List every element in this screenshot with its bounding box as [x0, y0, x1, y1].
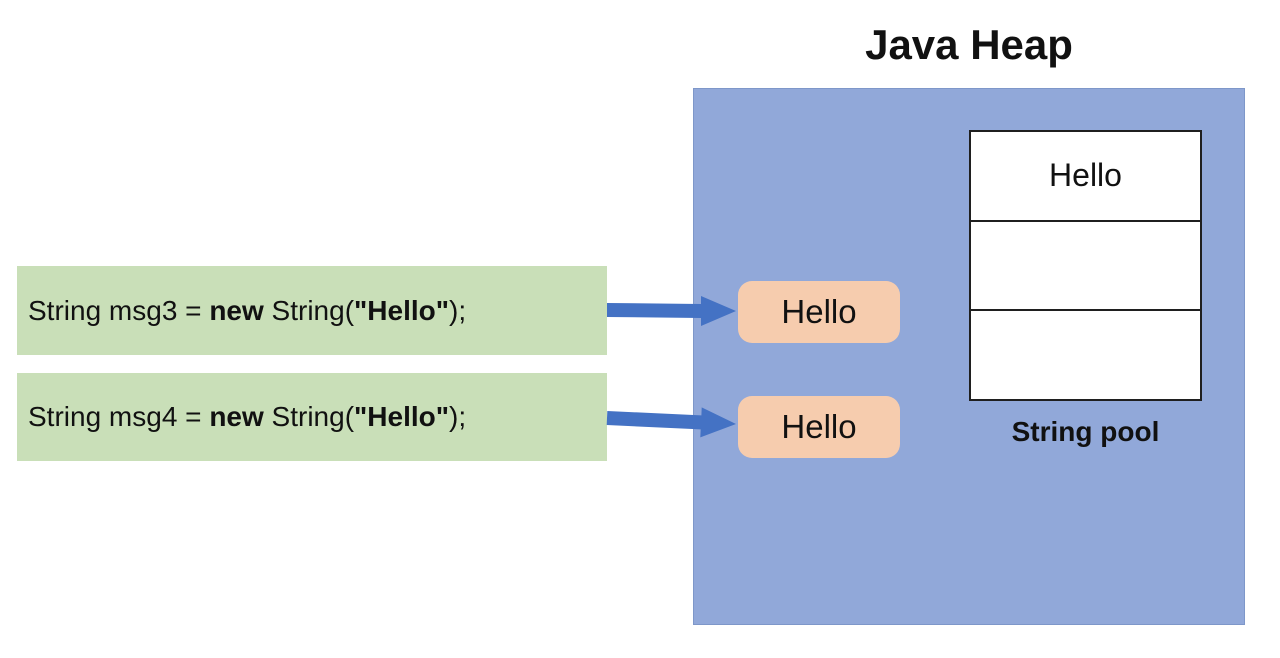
code-text: String msg4 =	[28, 401, 210, 432]
heap-object-hello-2: Hello	[738, 396, 900, 458]
code-text: String(	[263, 401, 355, 432]
code-string-literal: "Hello"	[354, 294, 450, 326]
string-pool-cell-2	[971, 222, 1200, 312]
code-text: );	[449, 401, 467, 432]
string-pool-cell-3	[971, 311, 1200, 399]
code-text: );	[449, 294, 467, 326]
string-pool-table: Hello	[969, 130, 1202, 401]
code-text: String msg3 =	[28, 294, 210, 326]
string-pool-cell-1: Hello	[971, 132, 1200, 222]
heap-object-hello-1: Hello	[738, 281, 900, 343]
code-text: String(	[263, 294, 355, 326]
code-statement-msg3: String msg3 = new String("Hello");	[17, 266, 607, 355]
string-pool-label: String pool	[1011, 416, 1160, 447]
code-string-literal: "Hello"	[354, 401, 450, 432]
code-keyword-new: new	[209, 401, 264, 432]
code-keyword-new: new	[209, 294, 264, 326]
code-statement-msg4: String msg4 = new String("Hello");	[17, 373, 607, 461]
java-heap-title: Java Heap	[865, 21, 1073, 68]
